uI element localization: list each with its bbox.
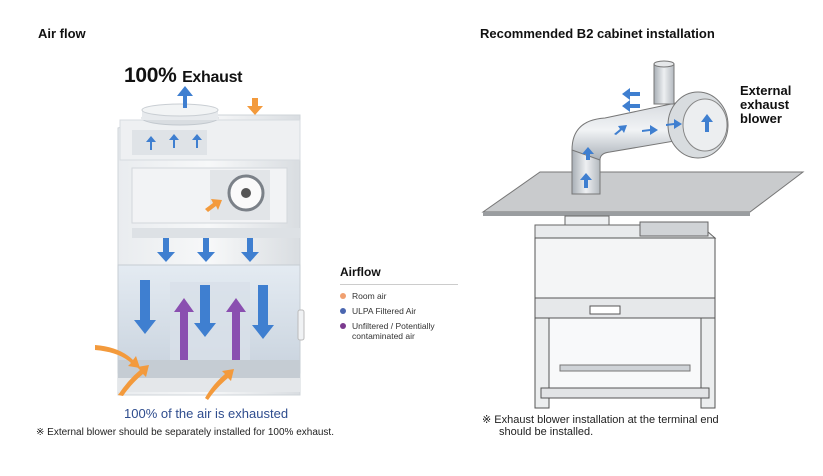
- legend-item-label: Room air: [352, 291, 387, 301]
- exhaust-word: Exhaust: [182, 69, 243, 86]
- blower-label-line: blower: [740, 111, 782, 126]
- blower-label-line: External: [740, 83, 792, 98]
- room-air-arrows: [95, 98, 263, 400]
- legend-item-label-2: contaminated air: [352, 331, 415, 341]
- legend-item-room-air: Room air: [340, 291, 458, 301]
- note-left: ※ External blower should be separately i…: [36, 427, 334, 438]
- note-right-line-1: ※ Exhaust blower installation at the ter…: [482, 414, 719, 426]
- blower-label-line: exhaust: [740, 97, 790, 112]
- blower-label: External exhaust blower: [740, 84, 791, 126]
- legend-item-label: ULPA Filtered Air: [352, 306, 417, 316]
- cabinet-left: [117, 103, 305, 396]
- note-right-line-2: should be installed.: [499, 426, 594, 438]
- legend-divider: [340, 284, 458, 285]
- right-title: Recommended B2 cabinet installation: [480, 26, 715, 41]
- airflow-legend: Airflow Room air ULPA Filtered Air Unfil…: [340, 265, 458, 341]
- note-right: ※ Exhaust blower installation at the ter…: [482, 414, 719, 438]
- b2-installation-diagram: [481, 60, 805, 409]
- left-title: Air flow: [38, 26, 86, 41]
- caption-exhausted: 100% of the air is exhausted: [124, 406, 289, 421]
- exhaust-percent: 100%: [124, 64, 177, 87]
- legend-item-label: Unfiltered / Potentially: [352, 321, 435, 331]
- contaminated-dot: [340, 323, 346, 329]
- legend-title: Airflow: [340, 265, 381, 279]
- contaminated-air-arrows: [174, 298, 246, 360]
- ulpa-dot: [340, 308, 346, 314]
- exhaust-label: 100% Exhaust: [124, 64, 243, 88]
- filtered-air-arrows: [134, 86, 274, 339]
- legend-item-ulpa: ULPA Filtered Air: [340, 306, 458, 316]
- room-air-dot: [340, 293, 346, 299]
- legend-item-contaminated: Unfiltered / Potentially contaminated ai…: [340, 321, 458, 341]
- duct-flow-arrows: [580, 88, 713, 188]
